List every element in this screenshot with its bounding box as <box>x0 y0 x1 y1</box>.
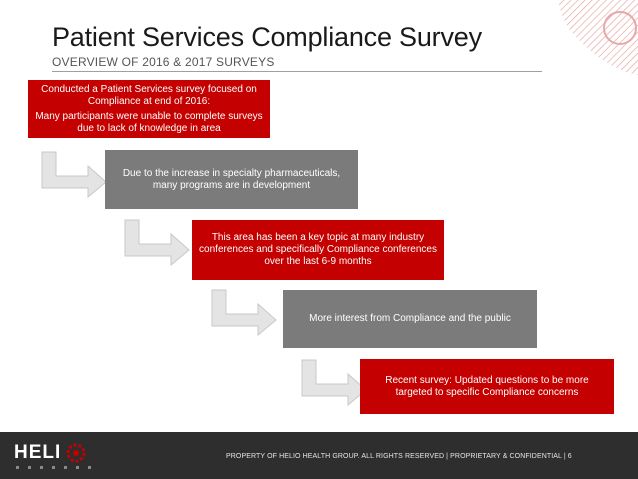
footer-text: PROPERTY OF HELIO HEALTH GROUP. ALL RIGH… <box>226 453 572 460</box>
footer-bar <box>0 432 638 479</box>
step-2-box: Due to the increase in specialty pharmac… <box>105 150 358 209</box>
decorative-pattern-icon <box>558 0 638 75</box>
step-4-box: More interest from Compliance and the pu… <box>283 290 537 348</box>
step-3-line-1: This area has been a key topic at many i… <box>199 232 437 267</box>
step-1-line-2: Many participants were unable to complet… <box>35 110 263 134</box>
helio-logo-subline-icon <box>16 466 91 469</box>
step-5-line-1: Recent survey: Updated questions to be m… <box>385 374 589 398</box>
helio-logo: HELI <box>14 442 62 463</box>
elbow-arrow-right-icon <box>124 219 190 266</box>
elbow-arrow-right-icon <box>211 289 277 336</box>
step-2-line-1: Due to the increase in specialty pharmac… <box>122 167 341 191</box>
title-divider <box>52 71 542 72</box>
page-subtitle: OVERVIEW OF 2016 & 2017 SURVEYS <box>52 55 275 69</box>
step-1-line-1: Conducted a Patient Services survey focu… <box>41 83 257 107</box>
step-5-box: Recent survey: Updated questions to be m… <box>360 359 614 414</box>
step-4-line-1: More interest from Compliance and the pu… <box>309 313 511 324</box>
helio-logo-mark-icon <box>66 443 86 463</box>
step-3-box: This area has been a key topic at many i… <box>192 220 444 280</box>
page-title: Patient Services Compliance Survey <box>52 22 482 52</box>
elbow-arrow-right-icon <box>301 359 367 406</box>
step-1-box: Conducted a Patient Services survey focu… <box>28 80 270 138</box>
elbow-arrow-right-icon <box>41 151 107 198</box>
